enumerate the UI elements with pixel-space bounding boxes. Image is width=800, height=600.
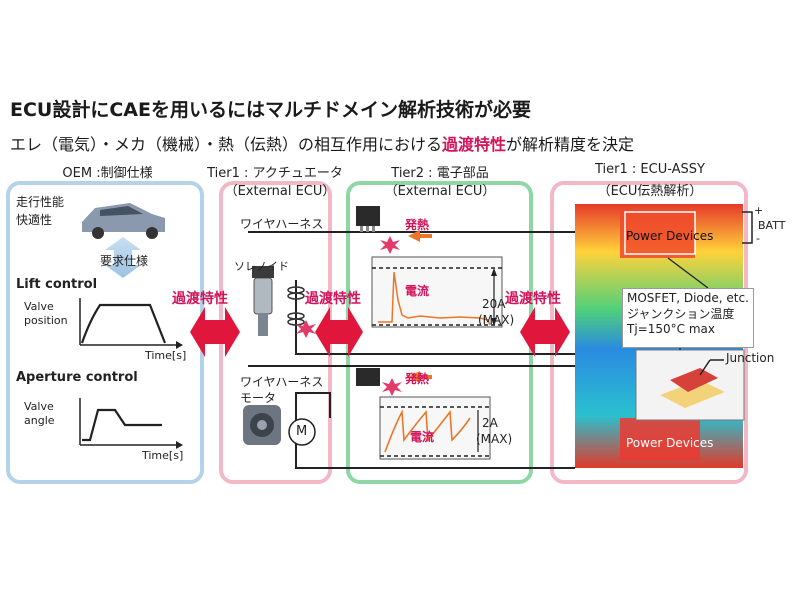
transient-label-3: 過渡特性 xyxy=(505,291,561,307)
requirement-label: 要求仕様 xyxy=(100,254,149,268)
subtitle-before: エレ（電気）・メカ（機械）・熱（伝熱）の相互作用における xyxy=(10,135,443,154)
motor-icon xyxy=(243,405,281,445)
aperture-control-plot xyxy=(79,398,183,449)
lift-xlabel: Time[s] xyxy=(145,349,187,362)
tier2-sub: （External ECU） xyxy=(384,184,496,199)
current-waveform-bottom xyxy=(379,396,491,460)
transient-label-2: 過渡特性 xyxy=(305,291,361,307)
spark-icons xyxy=(296,236,402,396)
car-icon xyxy=(82,203,165,239)
power-devices-top: Power Devices xyxy=(626,229,714,243)
heat-bottom-label: 発熱 xyxy=(405,372,430,386)
heat-arrows xyxy=(408,230,432,383)
lift-ylabel-1: Valve xyxy=(24,300,54,313)
transient-arrows xyxy=(190,307,570,357)
max-bottom-value: 2A xyxy=(482,416,498,430)
page-title: ECU設計にCAEを用いるにはマルチドメイン解析技術が必要 xyxy=(10,99,531,121)
aperture-ylabel-1: Valve xyxy=(24,400,54,413)
ecu-sub: （ECU伝熱解析） xyxy=(597,184,703,199)
current-top-label: 電流 xyxy=(405,284,430,298)
lift-title: Lift control xyxy=(16,277,98,292)
lift-control-plot xyxy=(79,298,183,349)
batt-minus: - xyxy=(756,232,760,245)
aperture-xlabel: Time[s] xyxy=(142,449,184,462)
power-devices-bottom: Power Devices xyxy=(626,436,714,450)
harness-bottom-label: ワイヤハーネス xyxy=(240,375,324,389)
junction-label: Junction xyxy=(726,351,775,365)
oem-header: OEM :制御仕様 xyxy=(62,166,153,181)
mosfet-line-3: Tj=150°C max xyxy=(627,322,715,336)
mosfet-line-2: ジャンクション温度 xyxy=(627,307,735,321)
mosfet-callout: MOSFET, Diode, etc. ジャンクション温度 Tj=150°C m… xyxy=(622,288,754,348)
batt-terminal xyxy=(742,211,753,244)
current-waveform-top xyxy=(371,256,503,328)
tier1-actuator-header: Tier1 : アクチュエータ xyxy=(207,166,343,181)
motor-label: モータ xyxy=(240,391,277,405)
subtitle-after: が解析精度を決定 xyxy=(506,135,635,154)
requirement-arrow xyxy=(105,237,141,278)
ic-chip-icon xyxy=(356,368,380,386)
lift-ylabel-2: position xyxy=(24,314,68,327)
heat-top-label: 発熱 xyxy=(405,218,430,232)
tier2-header: Tier2 : 電子部品 xyxy=(391,166,489,181)
ecu-header: Tier1 : ECU-ASSY xyxy=(595,162,705,177)
current-bottom-label: 電流 xyxy=(410,430,435,444)
max-top-unit: (MAX) xyxy=(478,313,515,327)
aperture-title: Aperture control xyxy=(16,370,138,385)
subtitle-highlight: 過渡特性 xyxy=(442,135,507,154)
mosfet-line-1: MOSFET, Diode, etc. xyxy=(627,291,749,305)
batt-plus: + xyxy=(754,204,764,217)
car-label-2: 快適性 xyxy=(16,213,53,227)
motor-symbol-circle xyxy=(288,418,316,446)
transient-label-1: 過渡特性 xyxy=(172,291,228,307)
max-top-value: 20A xyxy=(482,297,506,311)
aperture-ylabel-2: angle xyxy=(24,414,55,427)
coil-icon xyxy=(287,286,305,326)
mosfet-chip-icon xyxy=(356,206,380,232)
car-label-1: 走行性能 xyxy=(16,195,65,209)
solenoid-label: ソレノイド xyxy=(234,260,289,273)
junction-box-icon xyxy=(635,349,745,421)
solenoid-icon xyxy=(252,266,274,336)
harness-top-label: ワイヤハーネス xyxy=(240,217,324,231)
max-bottom-unit: (MAX) xyxy=(476,432,513,446)
batt-label: BATT xyxy=(758,219,786,232)
tier1-actuator-sub: （External ECU） xyxy=(224,184,336,199)
subtitle: エレ（電気）・メカ（機械）・熱（伝熱）の相互作用における過渡特性が解析精度を決定 xyxy=(10,131,634,155)
motor-symbol: M xyxy=(296,424,308,439)
